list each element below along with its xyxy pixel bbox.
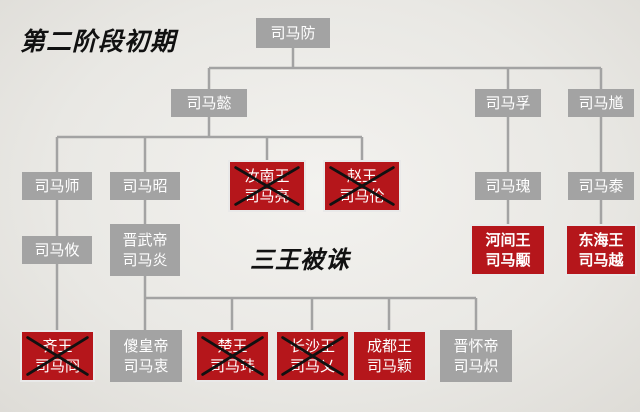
node-qi-wang: 齐王司马冏 bbox=[20, 330, 95, 382]
node-runan-wang: 汝南王司马亮 bbox=[228, 160, 306, 212]
node-sima-fang: 司马防 bbox=[256, 18, 330, 48]
event-label: 三王被诛 bbox=[250, 245, 350, 274]
node-sha-huangdi: 傻皇帝司马衷 bbox=[110, 330, 182, 382]
node-sima-zhao: 司马昭 bbox=[110, 172, 180, 200]
node-sima-shi: 司马师 bbox=[22, 172, 92, 200]
node-zhao-wang: 赵王司马伦 bbox=[323, 160, 401, 212]
node-name-line: 司马馗 bbox=[578, 94, 624, 112]
node-sima-gui: 司马瑰 bbox=[475, 172, 541, 200]
node-chengdu-wang: 成都王司马颖 bbox=[352, 330, 427, 382]
cross-stroke bbox=[234, 166, 300, 206]
node-sima-you: 司马攸 bbox=[22, 236, 92, 264]
node-sima-fu: 司马孚 bbox=[475, 89, 541, 117]
node-name-line: 司马懿 bbox=[186, 94, 232, 112]
node-sima-kui: 司马馗 bbox=[568, 89, 634, 117]
node-name-line: 司马颖 bbox=[366, 357, 412, 375]
node-changsha-wang: 长沙王司马乂 bbox=[275, 330, 350, 382]
node-name-line: 东海王 bbox=[578, 231, 624, 249]
node-name-line: 司马泰 bbox=[578, 177, 624, 195]
node-sima-tai: 司马泰 bbox=[568, 172, 634, 200]
node-name-line: 傻皇帝 bbox=[123, 337, 169, 355]
node-name-line: 司马防 bbox=[270, 24, 316, 42]
node-name-line: 司马越 bbox=[578, 251, 624, 269]
node-name-line: 司马孚 bbox=[485, 94, 531, 112]
node-hejian-wang: 河间王司马颙 bbox=[470, 224, 546, 276]
node-name-line: 司马衷 bbox=[123, 357, 169, 375]
node-jin-huaidi: 晋怀帝司马炽 bbox=[440, 330, 512, 382]
node-name-line: 司马炽 bbox=[453, 357, 499, 375]
cross-stroke bbox=[26, 336, 89, 376]
cross-mark-icon bbox=[329, 166, 395, 206]
node-sima-yi: 司马懿 bbox=[171, 89, 247, 117]
node-name-line: 司马炎 bbox=[122, 251, 168, 269]
node-name-line: 晋怀帝 bbox=[453, 337, 499, 355]
node-name-line: 司马瑰 bbox=[485, 177, 531, 195]
node-chu-wang: 楚王司马玮 bbox=[195, 330, 270, 382]
node-name-line: 河间王 bbox=[485, 231, 531, 249]
node-name-line: 晋武帝 bbox=[122, 231, 168, 249]
cross-mark-icon bbox=[234, 166, 300, 206]
cross-stroke bbox=[329, 166, 395, 206]
node-name-line: 成都王 bbox=[366, 337, 412, 355]
node-name-line: 司马攸 bbox=[34, 241, 80, 259]
node-jin-wudi: 晋武帝司马炎 bbox=[110, 224, 180, 276]
node-donghai-wang: 东海王司马越 bbox=[565, 224, 637, 276]
cross-mark-icon bbox=[281, 336, 344, 376]
node-name-line: 司马颙 bbox=[485, 251, 531, 269]
cross-stroke bbox=[281, 336, 344, 376]
node-name-line: 司马师 bbox=[34, 177, 80, 195]
cross-mark-icon bbox=[201, 336, 264, 376]
stage-heading: 第二阶段初期 bbox=[20, 27, 177, 56]
cross-stroke bbox=[201, 336, 264, 376]
node-name-line: 司马昭 bbox=[122, 177, 168, 195]
cross-mark-icon bbox=[26, 336, 89, 376]
